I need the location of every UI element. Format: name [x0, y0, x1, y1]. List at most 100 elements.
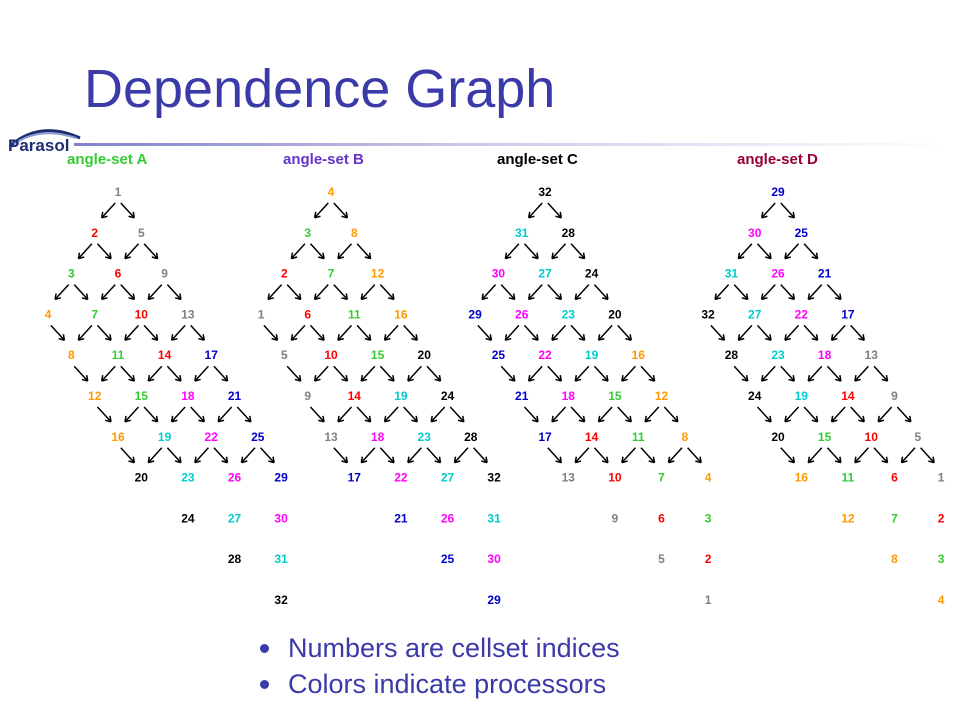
cellset-index-label: 17: [538, 430, 552, 444]
cellset-index-label: 4: [938, 593, 945, 607]
cellset-index-label: 12: [371, 267, 385, 281]
dependence-arrow-icon: [780, 447, 796, 464]
dependence-arrow-icon: [313, 284, 329, 301]
dependence-arrow-icon: [854, 365, 869, 382]
cellset-index-label: 26: [228, 471, 242, 485]
dependence-arrow-icon: [290, 324, 306, 341]
dependence-arrow-icon: [593, 447, 609, 464]
dependence-arrow-icon: [426, 365, 442, 382]
dependence-arrow-icon: [760, 365, 776, 382]
dependence-arrow-icon: [733, 284, 749, 301]
dependence-arrow-icon: [780, 202, 796, 219]
dependence-arrow-icon: [313, 202, 329, 219]
cellset-index-label: 5: [138, 226, 145, 240]
dependence-arrow-icon: [120, 284, 136, 301]
dependence-arrow-icon: [147, 447, 163, 464]
cellset-index-label: 2: [91, 226, 98, 240]
cellset-index-label: 5: [658, 552, 665, 566]
dependence-arrow-icon: [356, 243, 372, 260]
dependence-arrow-icon: [551, 324, 567, 341]
dependence-arrow-icon: [290, 243, 306, 260]
dependence-arrow-icon: [920, 447, 935, 464]
angle-set-b-label: angle-set B: [283, 151, 364, 168]
bullet-dot-icon: [260, 680, 269, 689]
dependence-arrow-icon: [803, 406, 819, 423]
cellset-index-label: 26: [771, 267, 785, 281]
dependence-arrow-icon: [780, 365, 796, 382]
bullet-list: Numbers are cellset indices Colors indic…: [258, 630, 620, 702]
cellset-index-label: 21: [394, 511, 408, 525]
cellset-index-label: 4: [328, 185, 335, 199]
dependence-arrow-icon: [166, 447, 182, 464]
cellset-index-label: 12: [88, 389, 102, 403]
cellset-index-label: 1: [258, 307, 265, 321]
cellset-index-label: 23: [771, 348, 785, 362]
dependence-arrow-icon: [407, 365, 422, 382]
cellset-index-label: 20: [418, 348, 432, 362]
dependence-arrow-icon: [784, 243, 800, 260]
cellset-index-label: 2: [938, 511, 945, 525]
cellset-index-label: 6: [115, 267, 122, 281]
dependence-arrow-icon: [551, 406, 567, 423]
dependence-arrow-icon: [830, 406, 846, 423]
cellset-index-label: 23: [418, 430, 432, 444]
dependence-arrow-icon: [360, 284, 376, 301]
cellset-index-label: 29: [274, 471, 288, 485]
dependence-arrow-icon: [333, 447, 349, 464]
dependence-arrow-icon: [309, 243, 325, 260]
dependence-arrow-icon: [593, 284, 609, 301]
cellset-index-label: 16: [111, 430, 125, 444]
cellset-index-label: 10: [324, 348, 338, 362]
cellset-index-label: 13: [324, 430, 338, 444]
cellset-index-label: 8: [68, 348, 75, 362]
dependence-arrow-icon: [737, 324, 753, 341]
cellset-index-label: 19: [394, 389, 408, 403]
dependence-arrow-icon: [147, 365, 163, 382]
dependence-arrow-icon: [286, 365, 302, 382]
cellset-index-label: 28: [562, 226, 576, 240]
dependence-arrow-icon: [621, 365, 636, 382]
cellset-index-label: 31: [515, 226, 529, 240]
cellset-index-label: 8: [351, 226, 358, 240]
dependence-arrow-icon: [77, 243, 93, 260]
dependence-arrow-icon: [449, 406, 465, 423]
cellset-index-label: 21: [818, 267, 832, 281]
bullet-text: Colors indicate processors: [288, 669, 607, 699]
dependence-arrow-icon: [500, 284, 516, 301]
cellset-index-label: 15: [608, 389, 622, 403]
dependence-arrow-icon: [263, 324, 279, 341]
dependence-arrow-icon: [337, 324, 353, 341]
cellset-index-label: 26: [441, 511, 455, 525]
cellset-index-label: 29: [468, 307, 482, 321]
cellset-index-label: 22: [394, 471, 408, 485]
cellset-index-label: 7: [658, 471, 665, 485]
cellset-index-label: 30: [487, 552, 501, 566]
cellset-index-label: 27: [228, 511, 242, 525]
angle-set-d-label: angle-set D: [737, 151, 818, 168]
dependence-arrow-icon: [213, 365, 229, 382]
cellset-index-label: 31: [487, 511, 501, 525]
dependence-arrow-icon: [360, 365, 376, 382]
dependence-arrow-icon: [780, 284, 796, 301]
cellset-index-label: 25: [441, 552, 455, 566]
dependence-arrow-icon: [473, 447, 488, 464]
dependence-arrow-icon: [260, 447, 275, 464]
bullet-item: Numbers are cellset indices: [258, 630, 620, 666]
dependence-arrow-icon: [830, 324, 846, 341]
dependence-arrow-icon: [100, 365, 116, 382]
dependence-arrow-icon: [166, 284, 182, 301]
dependence-arrow-icon: [784, 324, 800, 341]
dependence-arrow-icon: [166, 365, 182, 382]
dependence-arrow-icon: [850, 406, 865, 423]
dependence-arrow-icon: [356, 406, 372, 423]
dependence-arrow-icon: [383, 324, 399, 341]
cellset-index-label: 17: [841, 307, 855, 321]
dependence-arrow-icon: [337, 243, 353, 260]
cellset-index-label: 21: [228, 389, 242, 403]
cellset-index-label: 10: [135, 307, 149, 321]
dependence-arrow-icon: [826, 365, 842, 382]
cellset-index-label: 17: [348, 471, 362, 485]
dependence-arrow-icon: [551, 243, 567, 260]
dependence-arrow-icon: [379, 365, 395, 382]
